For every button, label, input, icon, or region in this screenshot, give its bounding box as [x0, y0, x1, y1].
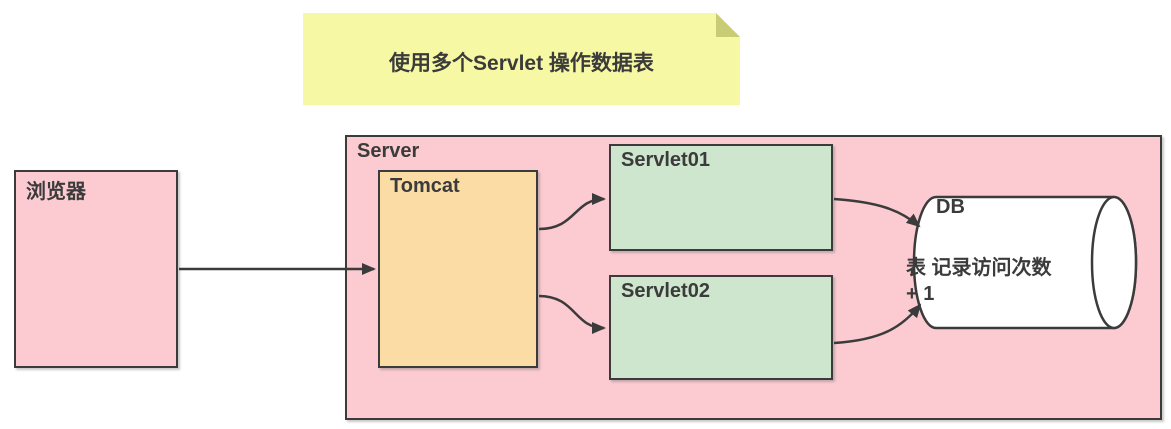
node-db-label: DB: [936, 196, 965, 218]
node-browser: 浏览器: [14, 170, 178, 368]
folded-corner-icon: [716, 13, 740, 37]
sticky-note: 使用多个Servlet 操作数据表: [303, 13, 740, 105]
sticky-note-title: 使用多个Servlet 操作数据表: [389, 52, 654, 75]
node-servlet02-label: Servlet02: [621, 280, 710, 302]
node-servlet01: Servlet01: [609, 144, 833, 251]
db-note-line1: 表 记录访问次数: [906, 257, 1052, 279]
db-note-line2: + 1: [906, 283, 935, 305]
node-server-label: Server: [357, 140, 420, 162]
node-tomcat-label: Tomcat: [390, 175, 460, 197]
node-servlet01-label: Servlet01: [621, 149, 710, 171]
node-tomcat: Tomcat: [378, 170, 538, 368]
node-servlet02: Servlet02: [609, 275, 833, 380]
node-browser-label: 浏览器: [26, 181, 86, 203]
